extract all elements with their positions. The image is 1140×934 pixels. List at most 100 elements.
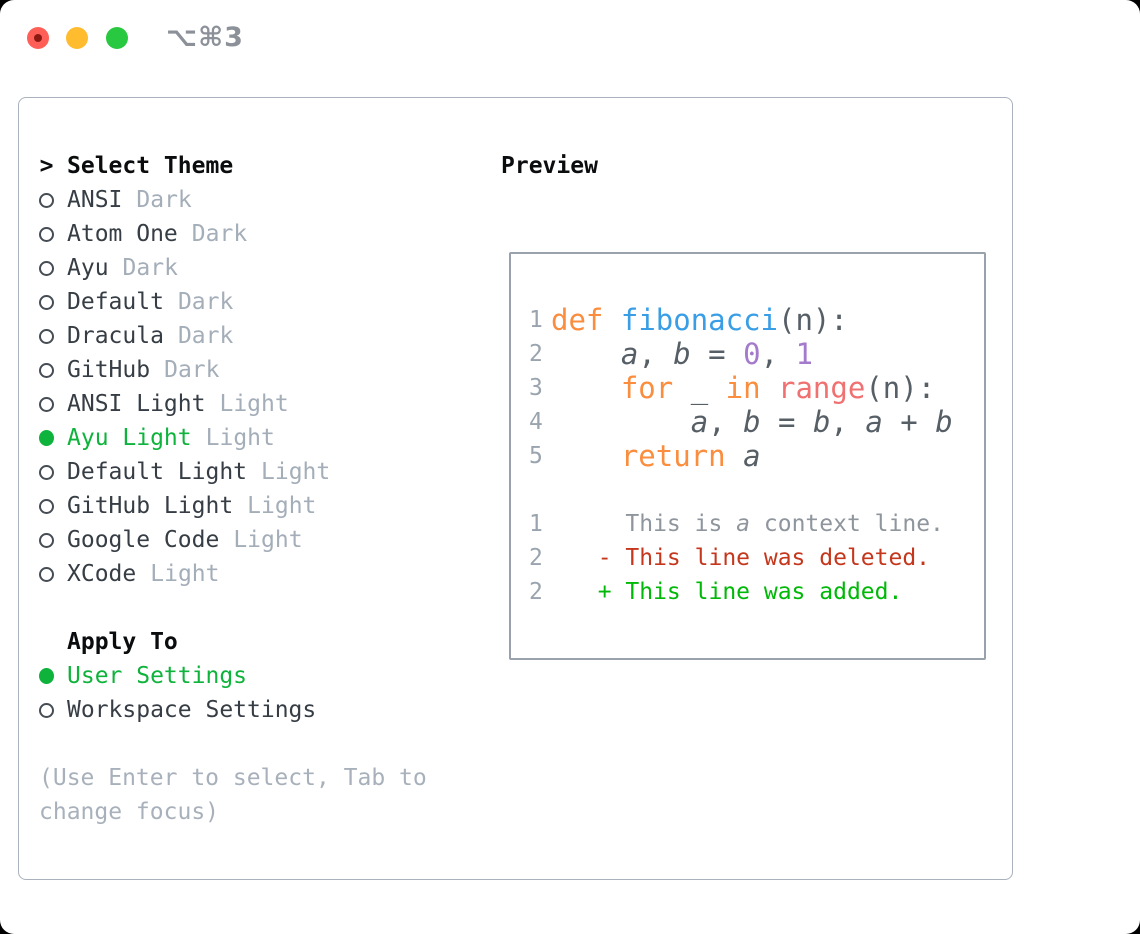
code-line	[529, 473, 984, 507]
radio-icon[interactable]	[39, 396, 54, 412]
radio-icon[interactable]	[39, 192, 54, 208]
line-number: 1	[529, 511, 543, 537]
radio-icon[interactable]	[39, 498, 54, 514]
code-token: b	[673, 337, 691, 371]
theme-name: Default Light	[67, 459, 248, 485]
code-text: - This line was deleted.	[570, 545, 930, 571]
code-line: 2 + This line was added.	[529, 575, 984, 609]
radio-icon[interactable]	[39, 532, 54, 548]
line-number: 1	[529, 307, 543, 333]
zoom-button[interactable]	[106, 27, 128, 49]
code-token: - This line was deleted.	[570, 545, 931, 571]
radio-icon[interactable]	[39, 362, 54, 378]
code-token: a	[743, 439, 761, 473]
radio-selected-icon[interactable]	[39, 668, 54, 684]
code-token: 0	[743, 337, 761, 371]
line-number: 2	[529, 341, 543, 367]
theme-variant: Light	[261, 459, 331, 485]
theme-list-item[interactable]: Dracula Dark	[39, 319, 483, 353]
radio-selected-icon[interactable]	[39, 430, 54, 446]
code-line: 4 a, b = b, a + b	[529, 405, 984, 439]
code-token	[551, 371, 621, 405]
code-token: ,	[760, 337, 796, 371]
apply-to-option[interactable]: User Settings	[39, 659, 483, 693]
radio-icon[interactable]	[39, 226, 54, 242]
line-number: 2	[529, 579, 543, 605]
preview-title: Preview	[501, 153, 598, 179]
code-token: This is	[570, 511, 737, 537]
code-token: ,	[830, 405, 866, 439]
code-line: 2 - This line was deleted.	[529, 541, 984, 575]
titlebar: ⌥⌘3	[0, 0, 1140, 97]
theme-list-item[interactable]: XCode Light	[39, 557, 483, 591]
code-line: 1 def fibonacci(n):	[529, 303, 984, 337]
radio-icon[interactable]	[39, 294, 54, 310]
radio-icon[interactable]	[39, 566, 54, 582]
theme-variant: Light	[247, 493, 317, 519]
apply-to-header: Apply To	[39, 625, 483, 659]
code-token	[761, 371, 778, 405]
theme-variant: Dark	[136, 187, 192, 213]
close-button[interactable]	[27, 27, 49, 49]
theme-list-item[interactable]: Google Code Light	[39, 523, 483, 557]
theme-list-item[interactable]: Default Light Light	[39, 455, 483, 489]
code-token: b	[743, 405, 761, 439]
theme-variant: Dark	[177, 323, 234, 349]
code-token	[603, 303, 620, 337]
keyboard-hint: (Use Enter to select, Tab to change focu…	[39, 765, 427, 825]
theme-variant: Light	[233, 527, 303, 553]
code-text: This is a context line.	[570, 511, 944, 537]
theme-list-item[interactable]: ANSI Dark	[39, 183, 483, 217]
theme-name: GitHub	[67, 357, 151, 383]
theme-name: Ayu Light	[67, 425, 192, 451]
theme-variant: Dark	[177, 289, 234, 315]
code-token: context line.	[750, 511, 944, 537]
code-token: =	[760, 405, 813, 439]
code-text: for _ in range(n):	[551, 371, 935, 405]
code-text: a, b = 0, 1	[551, 337, 813, 371]
code-token: return	[620, 439, 726, 473]
radio-icon[interactable]	[39, 260, 54, 276]
theme-name: ANSI Light	[67, 391, 206, 417]
code-token: a	[620, 337, 639, 371]
code-text: a, b = b, a + b	[551, 405, 953, 439]
theme-variant: Dark	[191, 221, 248, 247]
theme-name: XCode	[67, 561, 137, 587]
select-theme-header: > Select Theme	[39, 149, 483, 183]
theme-name: Google Code	[67, 527, 220, 553]
code-token: (n):	[865, 371, 936, 405]
radio-icon[interactable]	[39, 328, 54, 344]
minimize-button[interactable]	[66, 27, 88, 49]
code-token	[726, 439, 743, 473]
theme-name: Dracula	[67, 323, 164, 349]
theme-name: ANSI	[67, 187, 123, 213]
code-text: def fibonacci(n):	[551, 303, 848, 337]
code-token	[551, 405, 691, 439]
line-number: 2	[529, 545, 543, 571]
code-token: +	[882, 405, 936, 439]
apply-to-option[interactable]: Workspace Settings	[39, 693, 483, 727]
code-token: b	[812, 405, 831, 439]
radio-icon[interactable]	[39, 702, 54, 718]
code-line: 1 This is a context line.	[529, 507, 984, 541]
code-line: 5 return a	[529, 439, 984, 473]
code-token: a	[865, 405, 883, 439]
radio-icon[interactable]	[39, 464, 54, 480]
code-token: 1	[795, 337, 813, 371]
code-token: =	[690, 337, 744, 371]
theme-variant: Light	[150, 561, 220, 587]
window-title: ⌥⌘3	[166, 22, 244, 53]
